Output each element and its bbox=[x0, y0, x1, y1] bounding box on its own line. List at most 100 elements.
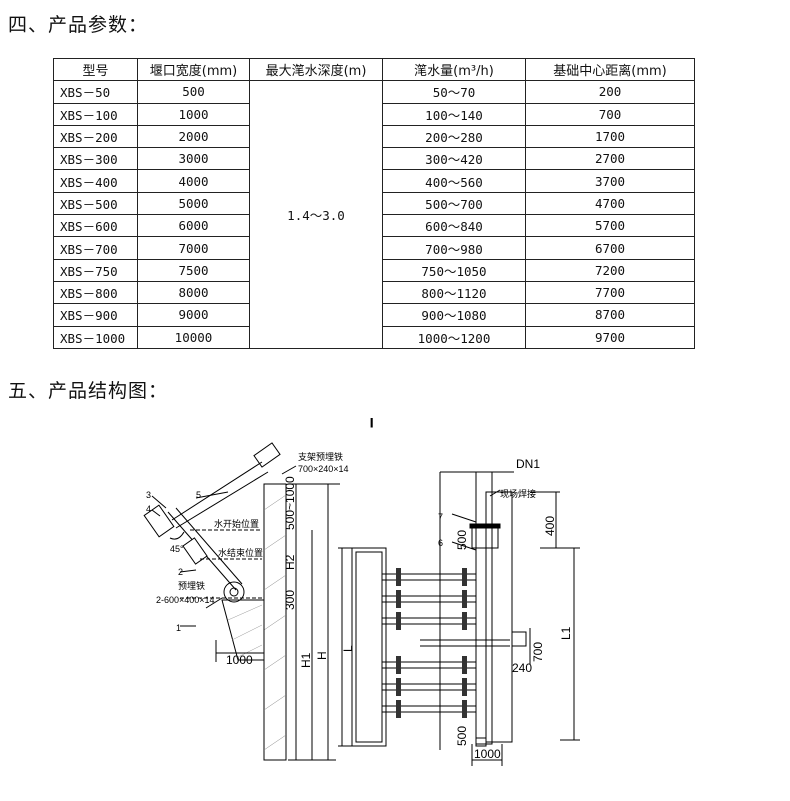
flow-cell: 700～980 bbox=[382, 236, 526, 260]
side-bracket bbox=[511, 631, 527, 647]
flow-cell: 800～1120 bbox=[382, 280, 526, 305]
callout-1: 1 bbox=[176, 623, 181, 633]
model-cell: XBS－100 bbox=[53, 102, 138, 126]
parameter-table: 型号 堰口宽度(mm) 最大滗水深度(m) 滗水量(m³/h) 基础中心距离(m… bbox=[53, 57, 695, 349]
depth-cell: 1.4～3.0 bbox=[249, 80, 383, 349]
distance-cell: 7200 bbox=[525, 258, 695, 282]
width-cell: 10000 bbox=[137, 325, 250, 349]
width-cell: 3000 bbox=[137, 147, 250, 171]
float-box bbox=[143, 504, 175, 538]
flow-cell: 50～70 bbox=[382, 80, 526, 104]
dim-mid: 300 bbox=[283, 590, 297, 610]
width-cell: 2000 bbox=[137, 124, 250, 149]
model-cell: XBS－1000 bbox=[53, 325, 138, 349]
width-cell: 500 bbox=[137, 80, 250, 104]
flow-cell: 400～560 bbox=[382, 169, 526, 193]
distance-cell: 7700 bbox=[525, 280, 695, 305]
col-depth: 最大滗水深度(m) bbox=[249, 57, 383, 82]
width-cell: 6000 bbox=[137, 214, 250, 238]
col-model: 型号 bbox=[53, 57, 138, 82]
model-cell: XBS－900 bbox=[53, 303, 138, 327]
dim-h: H bbox=[315, 651, 329, 660]
section-4-heading: 四、产品参数： bbox=[8, 14, 149, 36]
flow-cell: 100～140 bbox=[382, 102, 526, 126]
col-distance: 基础中心距离(mm) bbox=[525, 57, 695, 82]
width-cell: 7500 bbox=[137, 258, 250, 282]
width-cell: 8000 bbox=[137, 280, 250, 305]
dn-label: DN1 bbox=[516, 457, 540, 471]
distance-cell: 200 bbox=[525, 80, 695, 104]
main-arm bbox=[171, 461, 263, 521]
dim-400: 400 bbox=[543, 516, 557, 536]
distance-cell: 3700 bbox=[525, 169, 695, 193]
model-cell: XBS－400 bbox=[53, 169, 138, 193]
width-cell: 1000 bbox=[137, 102, 250, 126]
callout-5: 5 bbox=[196, 490, 201, 500]
dim-500-bottom: 500 bbox=[455, 726, 469, 746]
model-cell: XBS－600 bbox=[53, 214, 138, 238]
width-cell: 7000 bbox=[137, 236, 250, 260]
callout-4: 4 bbox=[146, 504, 151, 514]
flow-cell: 750～1050 bbox=[382, 258, 526, 282]
support-label: 支架预埋铁 bbox=[298, 451, 343, 462]
model-cell: XBS－750 bbox=[53, 258, 138, 282]
top-joint bbox=[253, 442, 281, 468]
flow-cell: 500～700 bbox=[382, 191, 526, 216]
section-5-heading: 五、产品结构图： bbox=[8, 380, 169, 402]
diagram-marker: I bbox=[370, 416, 373, 430]
dim-base: 1000 bbox=[226, 653, 253, 667]
distance-cell: 700 bbox=[525, 102, 695, 126]
dim-L: L bbox=[341, 645, 355, 652]
col-flow: 滗水量(m³/h) bbox=[382, 57, 526, 82]
dim-L1: L1 bbox=[559, 626, 573, 640]
dim-500-top: 500 bbox=[455, 530, 469, 550]
col-width: 堰口宽度(mm) bbox=[137, 57, 250, 82]
bottom-joint bbox=[223, 581, 245, 603]
distance-cell: 6700 bbox=[525, 236, 695, 260]
model-cell: XBS－300 bbox=[53, 147, 138, 171]
model-cell: XBS－800 bbox=[53, 280, 138, 305]
dim-700: 700 bbox=[531, 642, 545, 662]
collector-tubes bbox=[382, 573, 510, 713]
wall-hatching bbox=[263, 494, 287, 751]
vertical-pipe bbox=[475, 471, 493, 745]
width-cell: 4000 bbox=[137, 169, 250, 193]
distance-cell: 8700 bbox=[525, 303, 695, 327]
float-frame bbox=[355, 551, 383, 743]
flow-cell: 900～1080 bbox=[382, 303, 526, 327]
width-cell: 9000 bbox=[137, 303, 250, 327]
flow-cell: 1000～1200 bbox=[382, 325, 526, 349]
left-view: 支架预埋铁 700×240×14 水开始位置 水结束位置 预埋铁 2-600×4… bbox=[143, 442, 349, 761]
callout-7: 7 bbox=[438, 512, 443, 522]
distance-cell: 1700 bbox=[525, 124, 695, 149]
angle-label: 45° bbox=[170, 544, 184, 554]
callout-6: 6 bbox=[438, 538, 443, 548]
dim-h1: H1 bbox=[299, 652, 313, 668]
footing bbox=[221, 599, 265, 661]
distance-cell: 5700 bbox=[525, 214, 695, 238]
water-end-label: 水结束位置 bbox=[218, 547, 263, 558]
weld-label: 现场焊接 bbox=[500, 488, 536, 499]
embed-label: 预埋铁 bbox=[178, 580, 205, 591]
water-start-label: 水开始位置 bbox=[214, 518, 259, 529]
dim-1000: 1000 bbox=[474, 747, 501, 761]
flow-cell: 300～420 bbox=[382, 147, 526, 171]
flow-cell: 200～280 bbox=[382, 124, 526, 149]
tube-joints bbox=[396, 568, 467, 718]
model-cell: XBS－500 bbox=[53, 191, 138, 216]
dim-h2: H2 bbox=[283, 554, 297, 570]
callout-2: 2 bbox=[178, 567, 183, 577]
bottom-stub bbox=[475, 737, 487, 747]
dim-top: 500~1000 bbox=[283, 476, 297, 530]
embed-size: 2-600×400×14 bbox=[156, 595, 215, 605]
